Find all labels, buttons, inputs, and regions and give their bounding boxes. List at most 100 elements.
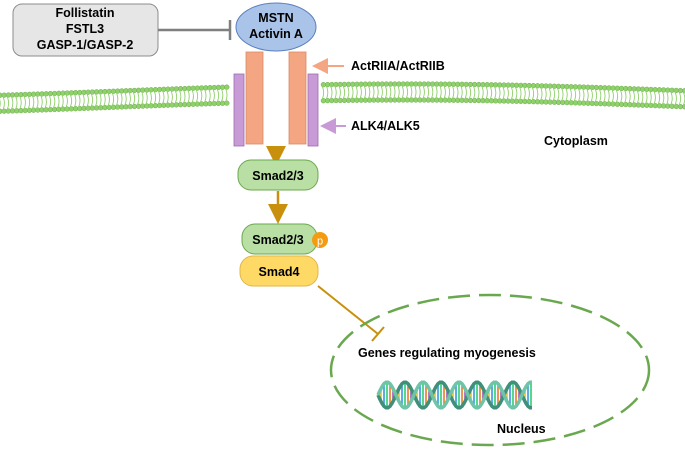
smad4-label: Smad4 (259, 265, 300, 279)
lipid-tail (562, 88, 563, 100)
lipid-tail (503, 87, 504, 99)
cytoplasm-label: Cytoplasm (544, 134, 608, 148)
lipid-tail (75, 95, 76, 107)
lipid-tail (37, 96, 38, 108)
lipid-tail (663, 92, 664, 104)
lipid-tail (20, 97, 21, 109)
lipid-tail (79, 95, 80, 107)
lipid-tail (163, 91, 164, 103)
lipid-tail (545, 88, 546, 100)
lipid-tail (377, 86, 378, 98)
smad4-pill: Smad4 (240, 256, 318, 286)
lipid-head (224, 101, 229, 106)
lipid-tail (419, 86, 420, 98)
lipid-tail (461, 86, 462, 98)
lipid-tail (142, 92, 143, 104)
lipid-tail (549, 88, 550, 100)
ligand-activin-label: Activin A (249, 27, 303, 41)
lipid-tail (595, 90, 596, 102)
ligand-ellipse: MSTN Activin A (236, 3, 316, 51)
type2-receptor-callout: ActRIIA/ActRIIB (320, 59, 445, 73)
lipid-tail (633, 91, 634, 103)
cell-membrane (0, 82, 685, 114)
lipid-tail (654, 92, 655, 104)
lipid-tail (125, 93, 126, 105)
lipid-tail (209, 90, 210, 102)
lipid-tail (138, 92, 139, 104)
dna-helix (378, 382, 532, 408)
lipid-tail (16, 97, 17, 109)
lipid-tail (402, 86, 403, 98)
lipid-tail (423, 86, 424, 98)
lipid-tail (558, 88, 559, 100)
lipid-tail (83, 94, 84, 106)
lipid-tail (566, 89, 567, 101)
lipid-tail (70, 95, 71, 107)
lipid-tail (604, 90, 605, 102)
lipid-tail (621, 90, 622, 102)
lipid-tail (58, 95, 59, 107)
lipid-tail (364, 86, 365, 98)
type2-receptor-left (246, 52, 263, 144)
lipid-tail (411, 86, 412, 98)
lipid-tail (495, 87, 496, 99)
lipid-tail (629, 91, 630, 103)
lipid-tail (196, 90, 197, 102)
lipid-tail (369, 86, 370, 98)
lipid-tail (331, 87, 332, 99)
lipid-tail (625, 91, 626, 103)
lipid-tail (671, 92, 672, 104)
lipid-tail (469, 86, 470, 98)
lipid-tail (646, 91, 647, 103)
lipid-tail (398, 86, 399, 98)
lipid-tail (457, 86, 458, 98)
lipid-tail (650, 91, 651, 103)
lipid-tail (175, 91, 176, 103)
inhibitor-box: Follistatin FSTL3 GASP-1/GASP-2 (13, 4, 158, 56)
lipid-tail (390, 86, 391, 98)
lipid-tail (188, 90, 189, 102)
lipid-tail (41, 96, 42, 108)
lipid-tail (616, 90, 617, 102)
lipid-tail (121, 93, 122, 105)
lipid-tail (66, 95, 67, 107)
lipid-tail (587, 89, 588, 101)
lipid-tail (579, 89, 580, 101)
lipid-tail (327, 87, 328, 99)
inhibitor-follistatin: Follistatin (55, 6, 114, 20)
lipid-tail (381, 86, 382, 98)
lipid-tail (12, 97, 13, 109)
lipid-tail (570, 89, 571, 101)
lipid-tail (146, 92, 147, 104)
lipid-tail (478, 87, 479, 99)
lipid-tail (385, 86, 386, 98)
lipid-tail (3, 97, 4, 109)
lipid-tail (171, 91, 172, 103)
lipid-tail (154, 92, 155, 104)
lipid-tail (524, 87, 525, 99)
lipid-tail (192, 90, 193, 102)
smad23-pill: Smad2/3 (238, 160, 318, 190)
lipid-tail (591, 89, 592, 101)
lipid-tail (112, 93, 113, 105)
lipid-tail (133, 92, 134, 104)
lipid-tail (486, 87, 487, 99)
lipid-tail (205, 90, 206, 102)
lipid-tail (322, 87, 323, 99)
smad23-phospho-label: Smad2/3 (252, 233, 303, 247)
type1-receptor-left (234, 74, 244, 146)
lipid-tail (436, 86, 437, 98)
lipid-tail (91, 94, 92, 106)
lipid-tail (96, 94, 97, 106)
lipid-tail (511, 87, 512, 99)
type1-receptor-callout: ALK4/ALK5 (328, 119, 420, 133)
lipid-tail (679, 93, 680, 105)
lipid-tail (335, 87, 336, 99)
phospho-label: p (317, 236, 323, 248)
lipid-tail (574, 89, 575, 101)
type1-receptor-right (308, 74, 318, 146)
lipid-tail (167, 91, 168, 103)
lipid-head (224, 85, 229, 90)
receptor-complex (234, 52, 318, 146)
lipid-tail (658, 92, 659, 104)
